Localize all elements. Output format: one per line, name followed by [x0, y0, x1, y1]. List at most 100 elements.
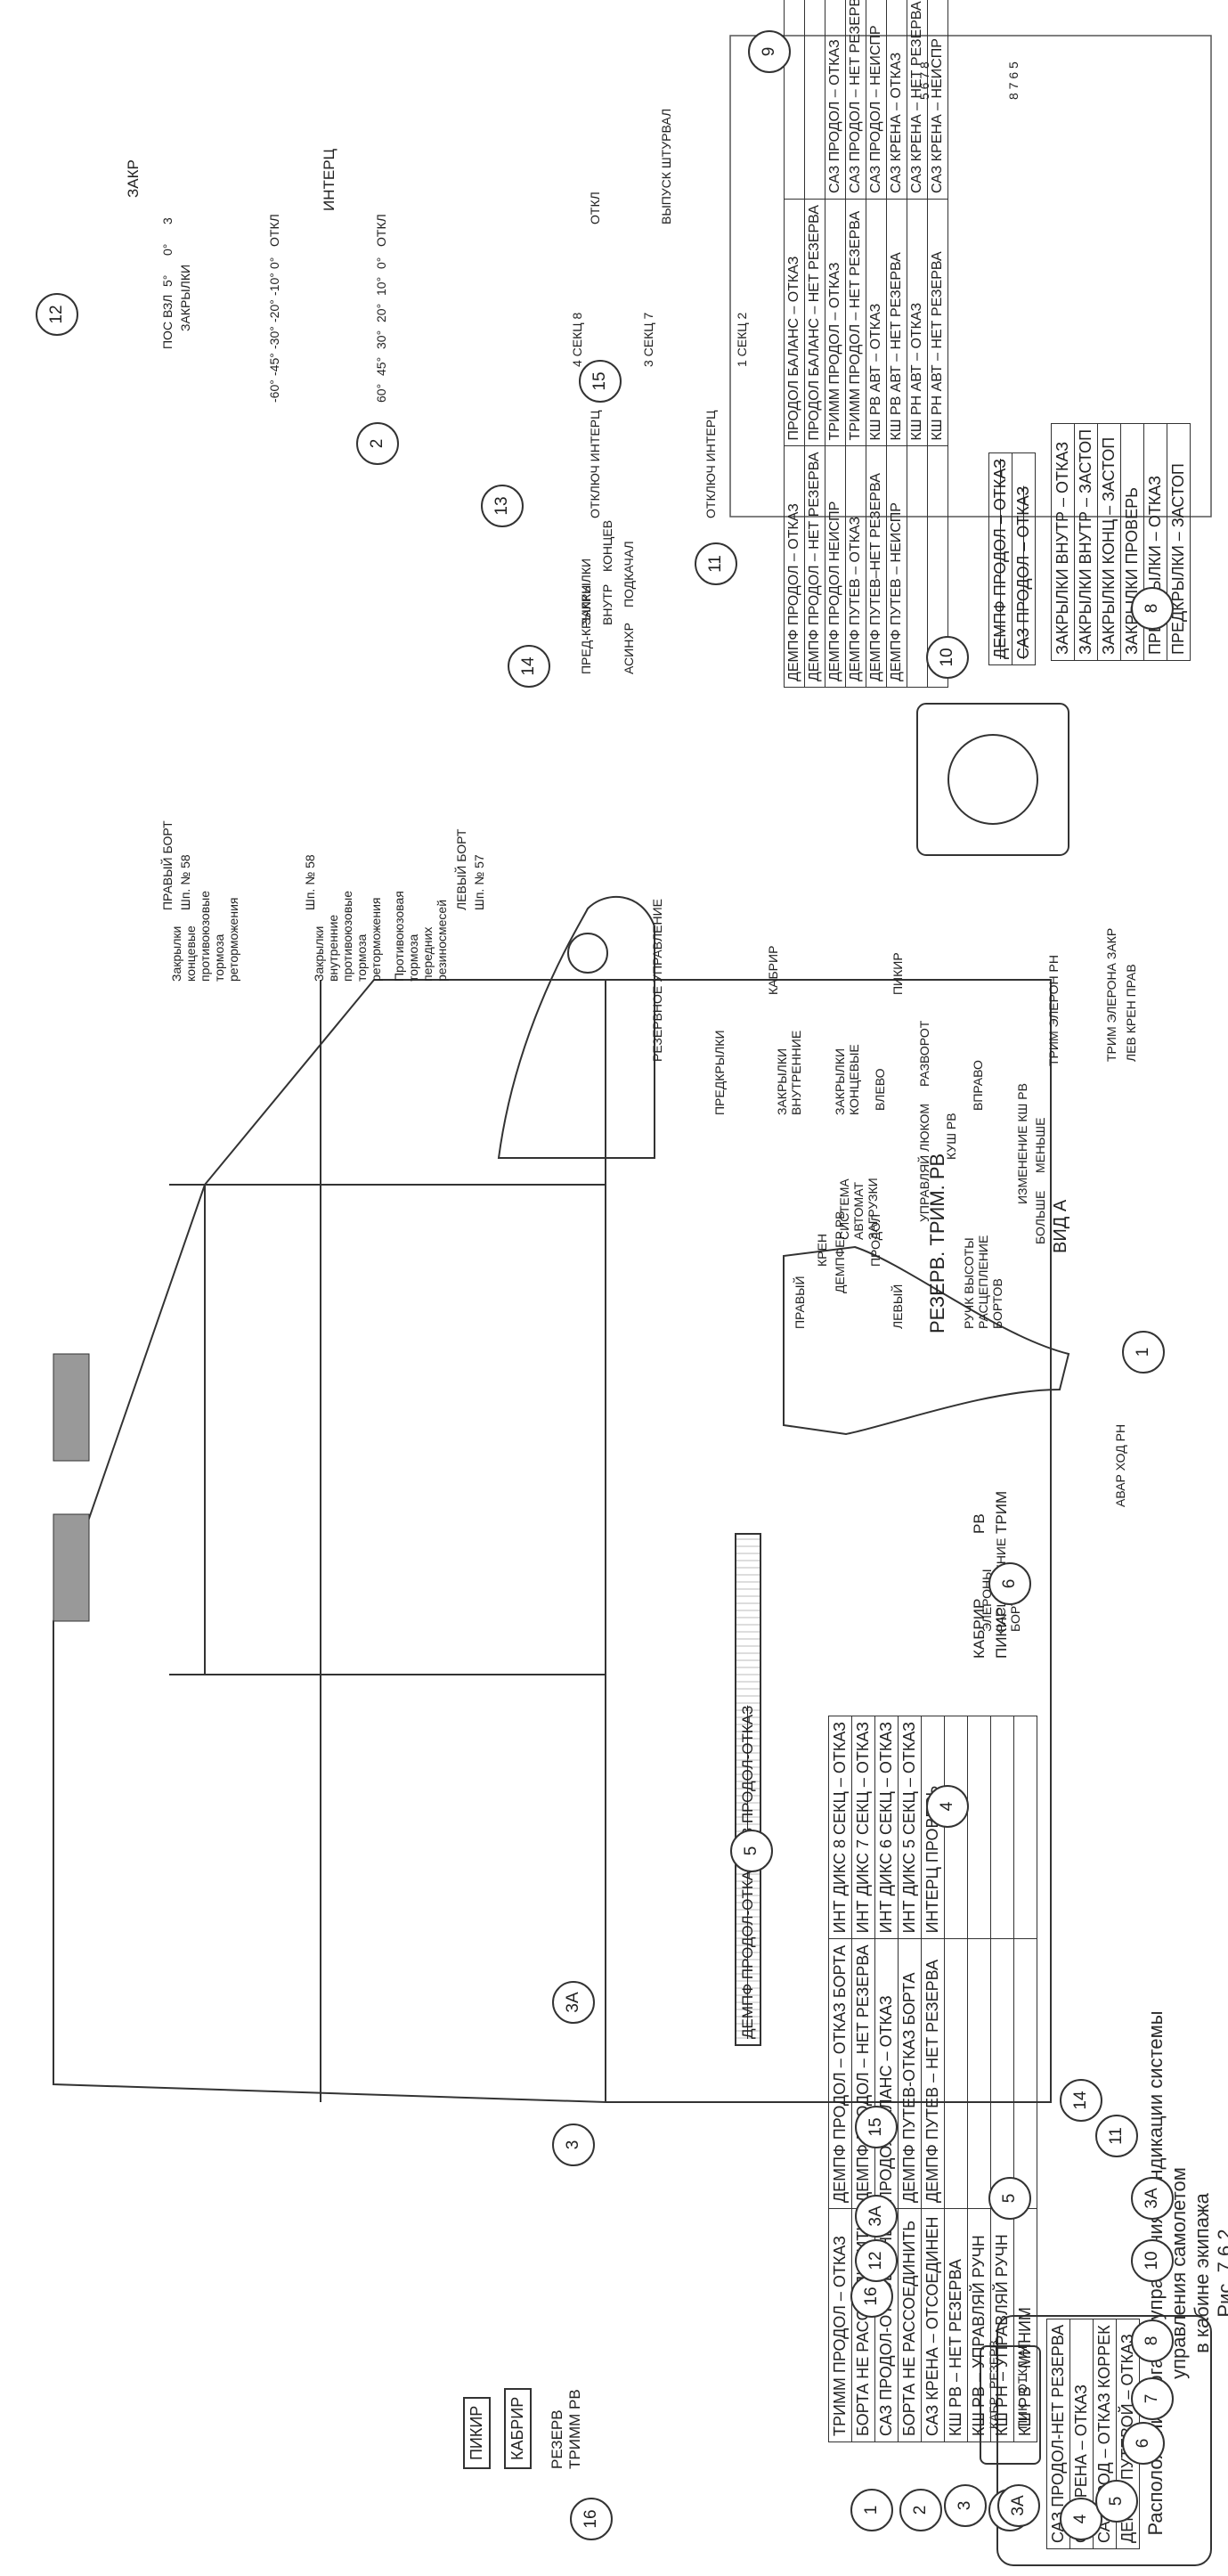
- strip-5: ДЕМПФ ПРОДОЛ-ОТКАЗ/САЗ ПРОДОЛ-ОТКАЗ: [735, 1533, 761, 2046]
- table-row: ПРЕДКРЫЛКИ – ЗАСТОП: [1167, 423, 1191, 661]
- table-cell: КШ РВ АВТ – ОТКАЗ: [866, 199, 887, 446]
- table-cell: ПРОДОЛ БАЛАНС – ОТКАЗ: [784, 199, 805, 446]
- panel-15-label: АСИНХР: [622, 623, 636, 674]
- table-cell: [990, 1938, 1014, 2209]
- callout-6c: 5: [1095, 2480, 1138, 2523]
- table-cell: ДЕМПФ ПРОДОЛ – ОТКАЗ: [784, 445, 805, 688]
- brake-text: Противоюзовая тормоза передних резиносме…: [392, 891, 449, 982]
- panel-2-scale: 30°: [374, 330, 388, 349]
- table-cell: ДЕМПФ ПРОДОЛ НЕИСПР: [825, 445, 846, 688]
- brake-text: Закрылки концевые противоюзовые тормоза …: [169, 891, 240, 982]
- panel-2-scale: 10°: [374, 276, 388, 296]
- view-label: ВИД А: [1051, 1199, 1070, 1253]
- table-row: САЗ ПРОДОЛ-ОТСОЕДИНЕН ПРОДОЛ БАЛАНС – ОТ…: [874, 1716, 899, 2442]
- table-cell: ИНТ ДИКС 5 СЕКЦ – ОТКАЗ: [898, 1716, 922, 1939]
- table-row: ДЕМПФ ПУТЕВ – ОТКАЗ ТРИММ ПРОДОЛ – НЕТ Р…: [845, 0, 866, 688]
- table-cell: БОРТА НЕ РАССОЕДИНИТЬ: [898, 2208, 922, 2442]
- panel-2-scale: 20°: [374, 303, 388, 322]
- reserve-panel-title: РЕЗЕРВНОЕ УПРАВЛЕНИЕ: [650, 899, 664, 1062]
- panel-1-label: ТРИМ ЭЛЕРОН РН: [1046, 955, 1061, 1066]
- table-cell: ТРИММ ПРОДОЛ – ОТКАЗ: [825, 199, 846, 446]
- panel-10-numbers: 8 7 6 5: [1006, 61, 1021, 100]
- reserve-button-label: ЗАКРЫЛКИ ВНУТРЕННИЕ: [775, 1030, 803, 1115]
- panel-2: ИНТЕРЦ ОТКЛ 0° 10° 20° 30° 45° 60° ОТКЛ …: [240, 149, 419, 452]
- panel-6-dial: [947, 734, 1038, 825]
- reserve-label: КРЕН: [815, 1234, 829, 1267]
- panel-15-label: КОНЦЕВ: [600, 519, 614, 572]
- table-cell: САЗ ПРОДОЛ – ОТКАЗ: [825, 0, 846, 200]
- panel-16-label: ОТКЛ: [588, 192, 602, 224]
- panel-2-scale: -60°: [267, 379, 281, 403]
- reserve-button-label: ПРЕДКРЫЛКИ: [712, 1030, 727, 1115]
- lever-outline: [783, 1245, 1070, 1436]
- panel-1-label: АВАР ХОД РН: [1113, 1423, 1127, 1507]
- figure-number: Рис. 7.6.2: [1214, 2229, 1228, 2318]
- table-cell: САЗ ПРОДОЛ – НЕИСПР: [866, 0, 887, 200]
- brake-title: ЛЕВЫЙ БОРТ: [454, 828, 468, 910]
- panel-2-scale: 45°: [374, 356, 388, 376]
- reserve-label: ПРОДОЛ: [868, 1213, 882, 1267]
- panel-13-side: ЗАКРЫЛКИ: [178, 264, 192, 331]
- table-9: ЗАКРЫЛКИ ВНУТР – ОТКАЗ ЗАКРЫЛКИ ВНУТР – …: [1051, 423, 1191, 661]
- callout-16: 15: [579, 360, 622, 403]
- panel-1-label: УПРАВЛЯЙ ЛЮКОМ: [917, 1103, 931, 1222]
- reserve-label: ДЕМПФЕР РВ: [833, 1211, 847, 1293]
- table-cell: ИНТ ДИКС 6 СЕКЦ – ОТКАЗ: [874, 1716, 899, 1939]
- panel-2-scale: 60°: [374, 383, 388, 403]
- panel-2-scale: -20°: [267, 299, 281, 322]
- table-row: ДЕМПФ ПУТЕВ – НЕИСПР КШ РВ АВТ – НЕТ РЕЗ…: [886, 0, 907, 688]
- panel-2-scale: -10°: [267, 273, 281, 296]
- table-cell: [944, 1938, 968, 2209]
- panel-10-numbers: 5 6 7 8: [917, 61, 931, 100]
- table-cell: [804, 0, 825, 200]
- table-cell: [907, 445, 928, 688]
- table-8: ТРИММ ПРОДОЛ – ОТКАЗ ДЕМПФ ПРОДОЛ – ОТКА…: [828, 1716, 1037, 2442]
- panel-13-scale: ПОС: [160, 321, 175, 349]
- panel-2-scale: ОТКЛ: [374, 214, 388, 247]
- table-row: ТРИММ ПРОДОЛ – ОТКАЗ ДЕМПФ ПРОДОЛ – ОТКА…: [828, 1716, 852, 2442]
- reserve-button-label: ЗАКРЫЛКИ КОНЦЕВЫЕ: [833, 1044, 861, 1115]
- callout-1: 1: [1122, 1331, 1165, 1374]
- callout-3ab: 3А: [855, 2195, 898, 2238]
- table-row: ЗАКРЫЛКИ ВНУТР – ЗАСТОП: [1074, 423, 1098, 661]
- panel-1-label: ТРИМ ЭЛЕРОНА ЗАКР: [1104, 927, 1118, 1062]
- table-cell: [990, 1716, 1014, 1939]
- callout-7: 6: [988, 1562, 1031, 1605]
- table-cell: САЗ КРЕНА – ОТСОЕДИНЕН: [921, 2208, 945, 2442]
- table-row: КШ РН АВТ – ОТКАЗ САЗ КРЕНА – НЕТ РЕЗЕРВ…: [907, 0, 928, 688]
- callout-15: 14: [508, 645, 550, 688]
- handle-label: ПИКИР: [891, 952, 905, 995]
- table-11: ДЕМПФ ПРОДОЛ – ОТКАЗ САЗ ПРОДОЛ – ОТКАЗ: [988, 452, 1036, 665]
- table-cell: ИНТ ДИКС 8 СЕКЦ – ОТКАЗ: [828, 1716, 852, 1939]
- callout-3: 3: [552, 2124, 595, 2166]
- panel-1-label: МЕНЬШЕ: [1033, 1117, 1047, 1173]
- panel-6-outline: [916, 703, 1069, 856]
- callout-11b: 10: [1131, 2239, 1174, 2282]
- panel-1-label: ИЗМЕНЕНИЕ КШ РВ: [1015, 1083, 1029, 1204]
- callout-7b: 6: [1122, 2422, 1165, 2465]
- panel-17-label: РЕЗЕРВ ТРИММ РВ: [549, 2389, 583, 2469]
- panel-15: ЗАКРЫЛКИ ПРЕД-КРЫЛКИ ВНУТР КОНЦЕВ АСИНХР…: [570, 518, 686, 679]
- handle-knob: [567, 933, 608, 974]
- panel-10-outline: [996, 2315, 1212, 2566]
- table-row: ЗАКРЫЛКИ КОНЦ – ЗАСТОП: [1097, 423, 1121, 661]
- reserve-label: ЛЕВЫЙ: [891, 1284, 905, 1329]
- callout-9b: 8: [1131, 2319, 1174, 2362]
- callout-12b: 11: [1095, 2115, 1138, 2157]
- table-row: КШ РН – УПРАВЛЯЙ РУЧН: [990, 1716, 1014, 2442]
- panel-1-label: КУШ РВ: [944, 1113, 958, 1160]
- panel-1-label: РАЗВОРОТ: [917, 1020, 931, 1087]
- table-cell: САЗ ПРОДОЛ – НЕТ РЕЗЕРВА: [845, 0, 866, 200]
- table-cell: КШ РН АВТ – ОТКАЗ: [907, 199, 928, 446]
- table-row: САЗ ПРОДОЛ – ОТКАЗ: [1012, 452, 1036, 665]
- table-cell: [967, 1938, 991, 2209]
- table-cell: ДЕМПФ ПРОДОЛ – ОТКАЗ БОРТА: [828, 1938, 852, 2209]
- callout-8b: 7: [1131, 2377, 1174, 2420]
- table-cell: ДЕМПФ ПРОДОЛ – НЕТ РЕЗЕРВА: [804, 445, 825, 688]
- callout-14: 13: [481, 485, 524, 527]
- callout-5: 4: [926, 1785, 969, 1828]
- table-row: БОРТА НЕ РАССОЕДИНИТЬ ДЕМПФ ПУТЕВ-ОТКАЗ …: [898, 1716, 922, 2442]
- table-cell: ИНТ ДИКС 7 СЕКЦ – ОТКАЗ: [851, 1716, 875, 1939]
- handle-label: КАБРИР: [766, 945, 780, 995]
